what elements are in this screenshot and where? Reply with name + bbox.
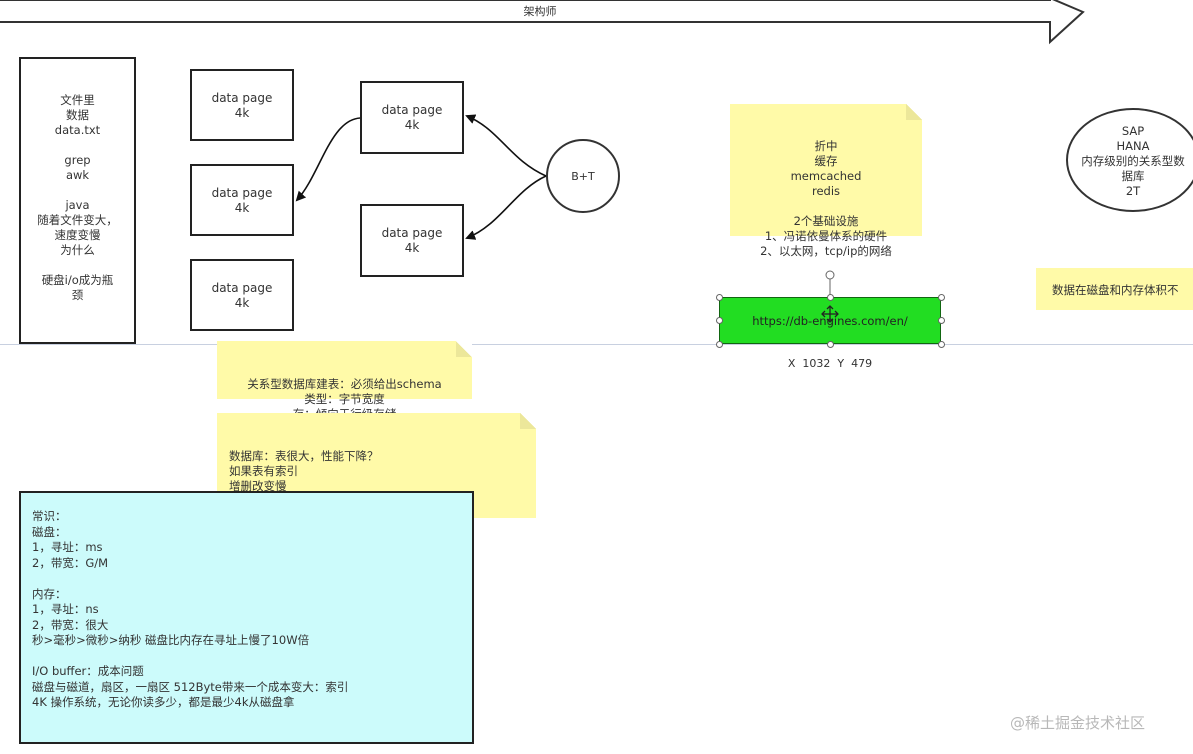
sap-hana-ellipse[interactable]: SAP HANA 内存级别的关系型数 据库 2T: [1066, 108, 1193, 212]
cache-note-text: 折中 缓存 memcached redis 2个基础设施 1、冯诺依曼体系的硬件…: [760, 139, 892, 258]
resize-handle[interactable]: [827, 341, 834, 348]
schema-sticky-note[interactable]: 关系型数据库建表：必须给出schema 类型：字节宽度 存：倾向于行级存储: [217, 341, 472, 421]
resize-handle[interactable]: [938, 317, 945, 324]
data-page-label: data page: [211, 281, 273, 295]
data-page-box[interactable]: data page 4k: [190, 259, 294, 331]
note-fold-corner: [456, 341, 472, 357]
knowledge-box[interactable]: 常识： 磁盘： 1，寻址：ms 2，带宽：G/M 内存： 1，寻址：ns 2，带…: [19, 491, 474, 744]
db-engines-link[interactable]: https://db-engines.com/en/: [719, 297, 941, 344]
data-page-size: 4k: [234, 296, 250, 310]
data-page-label: data page: [381, 103, 443, 117]
divider-line: [0, 344, 1193, 345]
btree-label: B+T: [571, 169, 595, 183]
data-page-label: data page: [211, 91, 273, 105]
resize-handle[interactable]: [716, 317, 723, 324]
resize-handle[interactable]: [827, 294, 834, 301]
db-engines-link-text: https://db-engines.com/en/: [752, 313, 908, 328]
data-page-box[interactable]: data page 4k: [190, 69, 294, 141]
data-page-box[interactable]: data page 4k: [360, 81, 464, 154]
coordinate-readout: X 1032 Y 479: [787, 357, 873, 370]
watermark: @稀土掘金技术社区: [1010, 714, 1146, 732]
data-page-label: data page: [211, 186, 273, 200]
resize-handle[interactable]: [938, 294, 945, 301]
note-fold-corner: [520, 413, 536, 429]
resize-handle[interactable]: [938, 341, 945, 348]
data-page-label: data page: [381, 226, 443, 240]
resize-handle[interactable]: [716, 294, 723, 301]
data-page-box[interactable]: data page 4k: [360, 204, 464, 277]
resize-handle[interactable]: [716, 341, 723, 348]
data-page-size: 4k: [234, 201, 250, 215]
disk-memory-sticky-note[interactable]: 数据在磁盘和内存体积不: [1036, 268, 1193, 310]
arrow-page-to-page: [295, 117, 361, 202]
cache-sticky-note[interactable]: 折中 缓存 memcached redis 2个基础设施 1、冯诺依曼体系的硬件…: [730, 104, 922, 258]
banner-label: 架构师: [523, 5, 557, 18]
arrow-btree-to-page: [465, 114, 547, 177]
arrow-btree-to-page: [465, 175, 547, 240]
data-page-size: 4k: [404, 241, 420, 255]
data-page-box[interactable]: data page 4k: [190, 164, 294, 236]
btree-node[interactable]: B+T: [546, 139, 620, 213]
data-page-size: 4k: [404, 118, 420, 132]
note-fold-corner: [906, 104, 922, 120]
file-data-box[interactable]: 文件里 数据 data.txt grep awk java 随着文件变大， 速度…: [19, 57, 136, 344]
data-page-size: 4k: [234, 106, 250, 120]
